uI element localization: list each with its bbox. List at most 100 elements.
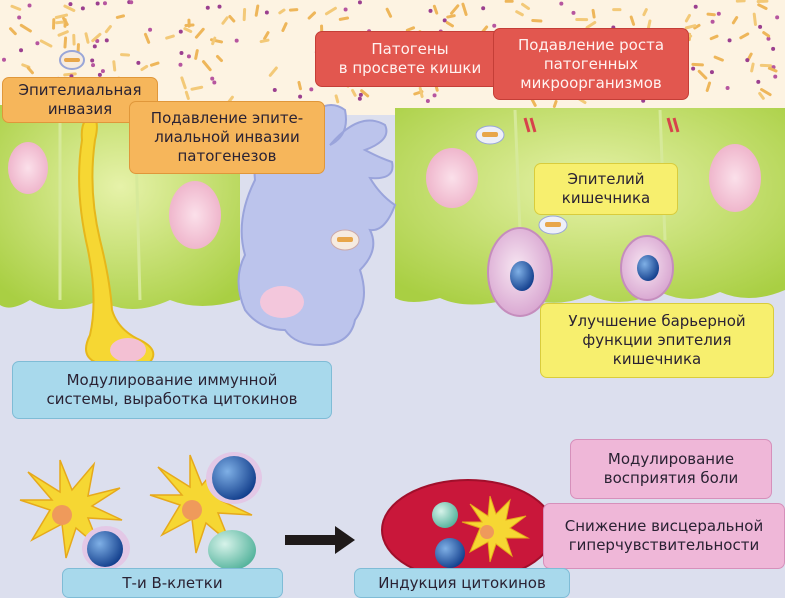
bacterium-rod bbox=[268, 66, 278, 77]
bacterium-rod bbox=[19, 23, 32, 33]
bacterium-rod bbox=[84, 32, 90, 44]
label-pain-modulation: Модулирование восприятия боли bbox=[570, 439, 772, 499]
bacterium-rod bbox=[194, 27, 205, 39]
bacterium-rod bbox=[221, 16, 229, 25]
bacterium-coccus bbox=[234, 38, 239, 43]
bacterium-coccus bbox=[91, 63, 96, 68]
bacterium-rod bbox=[254, 4, 260, 17]
bacterium-coccus bbox=[727, 38, 732, 43]
dendritic-star-cell bbox=[19, 459, 123, 559]
bacterium-coccus bbox=[298, 94, 303, 99]
bacterium-rod bbox=[757, 3, 768, 11]
label-suppress-pathogen-growth: Подавление роста патогенных микроорганиз… bbox=[493, 28, 689, 100]
bacterium-rod bbox=[63, 4, 76, 13]
bacterium-coccus bbox=[756, 79, 761, 84]
bacterium-rod bbox=[288, 8, 299, 12]
bacterium-rod bbox=[418, 86, 424, 99]
bacterium-coccus bbox=[481, 6, 486, 11]
bacterium-coccus bbox=[92, 44, 97, 49]
bacterium-coccus bbox=[35, 41, 40, 46]
bacterium-rod bbox=[211, 36, 217, 46]
bacterium-rod bbox=[515, 10, 524, 17]
bacterium-coccus bbox=[693, 4, 698, 9]
bacterium-rod bbox=[432, 4, 439, 15]
bacterium-coccus bbox=[771, 46, 776, 51]
bacterium-rod bbox=[752, 12, 757, 26]
bacterium-rod bbox=[684, 13, 691, 23]
bacterium-rod bbox=[143, 32, 151, 44]
bacterium-coccus bbox=[773, 74, 778, 79]
bacterium-rod bbox=[758, 91, 765, 100]
bacterium-coccus bbox=[136, 60, 141, 65]
bacterium-coccus bbox=[758, 24, 763, 29]
label-cytokine-induction: Индукция цитокинов bbox=[354, 568, 570, 598]
bacterium-rod bbox=[750, 62, 755, 73]
bacterium-coccus bbox=[432, 93, 437, 98]
bacterium-rod bbox=[756, 0, 769, 4]
bacterium-coccus bbox=[1, 57, 6, 62]
bacterium-rod bbox=[281, 22, 288, 32]
bacterium-rod bbox=[760, 88, 772, 97]
bacterium-coccus bbox=[571, 10, 576, 15]
bacterium-rod bbox=[706, 12, 716, 17]
bacterium-rod bbox=[165, 34, 175, 40]
bacterium-rod bbox=[180, 76, 187, 90]
bacterium-rod bbox=[278, 8, 286, 15]
bacterium-rod bbox=[450, 4, 460, 15]
bacterium-coccus bbox=[264, 10, 269, 15]
bacterium-coccus bbox=[210, 76, 215, 81]
bacterium-coccus bbox=[102, 1, 107, 6]
bacterium-rod bbox=[693, 23, 701, 30]
bacterium-rod bbox=[338, 16, 350, 21]
bacterium-coccus bbox=[343, 7, 348, 12]
bacterium-rod bbox=[190, 85, 204, 91]
bacterium-coccus bbox=[691, 66, 696, 71]
bacterium-rod bbox=[713, 55, 724, 62]
bacterium-rod bbox=[697, 69, 708, 80]
bacterium-coccus bbox=[709, 70, 714, 75]
bacterium-coccus bbox=[178, 62, 183, 67]
bacterium-rod bbox=[184, 90, 190, 100]
tight-junction bbox=[523, 117, 680, 133]
bacterium-rod bbox=[263, 31, 270, 40]
bacterium-rod bbox=[709, 34, 719, 41]
label-intestinal-epithelium: Эпителий кишечника bbox=[534, 163, 678, 215]
bacterium-coccus bbox=[205, 5, 210, 10]
bacterium-rod bbox=[739, 32, 750, 40]
bacterium-rod bbox=[9, 27, 17, 36]
bacterium-rod bbox=[62, 16, 69, 26]
bacterium-rod bbox=[72, 33, 76, 46]
bacterium-coccus bbox=[186, 54, 191, 59]
nucleus bbox=[709, 144, 761, 212]
bacterium-rod bbox=[183, 27, 193, 33]
label-barrier-improvement: Улучшение барьерной функции эпителия киш… bbox=[540, 303, 774, 378]
bacterium-rod bbox=[759, 63, 773, 68]
bacterium-rod bbox=[531, 18, 543, 23]
bacterium-rod bbox=[767, 66, 778, 73]
bacterium-coccus bbox=[19, 48, 24, 53]
bacterium-coccus bbox=[357, 96, 362, 101]
bacterium-rod bbox=[691, 62, 704, 67]
bacterium-rod bbox=[445, 21, 454, 28]
bacterium-rod bbox=[735, 0, 746, 3]
bacterium-rod bbox=[115, 14, 126, 19]
bacterium-rod bbox=[63, 72, 77, 77]
bacterium-rod bbox=[731, 16, 739, 25]
bacterium-rod bbox=[104, 25, 112, 34]
bacterium-rod bbox=[10, 4, 22, 11]
bacterium-rod bbox=[324, 6, 337, 16]
bacterium-coccus bbox=[309, 87, 314, 92]
bacterium-rod bbox=[405, 26, 416, 32]
t-cell bbox=[208, 530, 256, 570]
arrow-right bbox=[285, 526, 355, 554]
bacterium-coccus bbox=[95, 39, 100, 44]
bacterium-coccus bbox=[745, 58, 750, 63]
bacterium-rod bbox=[612, 8, 622, 12]
label-suppress-epithelial-invasion: Подавление эпите- лиальной инвазии патог… bbox=[129, 101, 325, 174]
bacterium-rod bbox=[642, 8, 648, 17]
bacterium-coccus bbox=[358, 92, 363, 97]
bacterium-coccus bbox=[90, 58, 95, 63]
cytokine-cell bbox=[381, 479, 555, 581]
bacterium-rod bbox=[446, 14, 456, 19]
bacterium-rod bbox=[575, 18, 589, 22]
